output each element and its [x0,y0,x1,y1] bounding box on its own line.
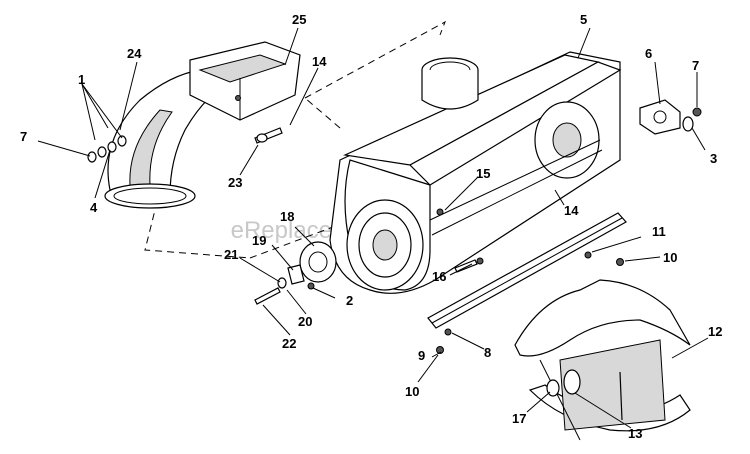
callout-3: 3 [710,151,717,166]
callout-6: 6 [645,46,652,61]
callout-10-right: 10 [663,250,677,265]
callout-15: 15 [476,166,490,181]
callout-22: 22 [282,336,296,351]
washer-stack [87,135,127,163]
callout-labels: 1 2 3 4 5 6 7 7 8 9 10 10 11 12 13 14 14… [20,12,722,441]
callout-10-bottom: 10 [405,384,419,399]
callout-23: 23 [228,175,242,190]
callout-19: 19 [252,233,266,248]
callout-2: 2 [346,293,353,308]
chute-bolt [254,127,283,144]
callout-13: 13 [628,426,642,441]
callout-7-right: 7 [692,58,699,73]
callout-7-left: 7 [20,129,27,144]
callout-18: 18 [280,209,294,224]
leader-lines [37,27,709,429]
auger-housing [329,51,622,294]
bolt-washer-left [254,277,315,305]
callout-11: 11 [652,224,666,239]
callout-5: 5 [580,12,587,27]
callout-1: 1 [78,72,85,87]
scraper-bar [427,212,627,329]
washer-and-nut-right [682,107,702,132]
carriage-bolt [436,251,624,354]
callout-14-mid: 14 [564,203,579,218]
callout-4: 4 [90,200,98,215]
callout-16: 16 [432,269,446,284]
callout-20: 20 [298,314,312,329]
callout-24: 24 [127,46,142,61]
callout-14-top: 14 [312,54,327,69]
chute-deflector [189,41,301,121]
callout-8: 8 [484,345,491,360]
callout-9: 9 [418,348,425,363]
callout-17: 17 [512,411,526,426]
callout-21: 21 [224,247,238,262]
bushing [287,264,305,285]
auger-assembly [514,279,691,441]
bearing-flange [299,241,337,283]
callout-12: 12 [708,324,722,339]
bearing-plate [639,99,681,135]
callout-25: 25 [292,12,306,27]
